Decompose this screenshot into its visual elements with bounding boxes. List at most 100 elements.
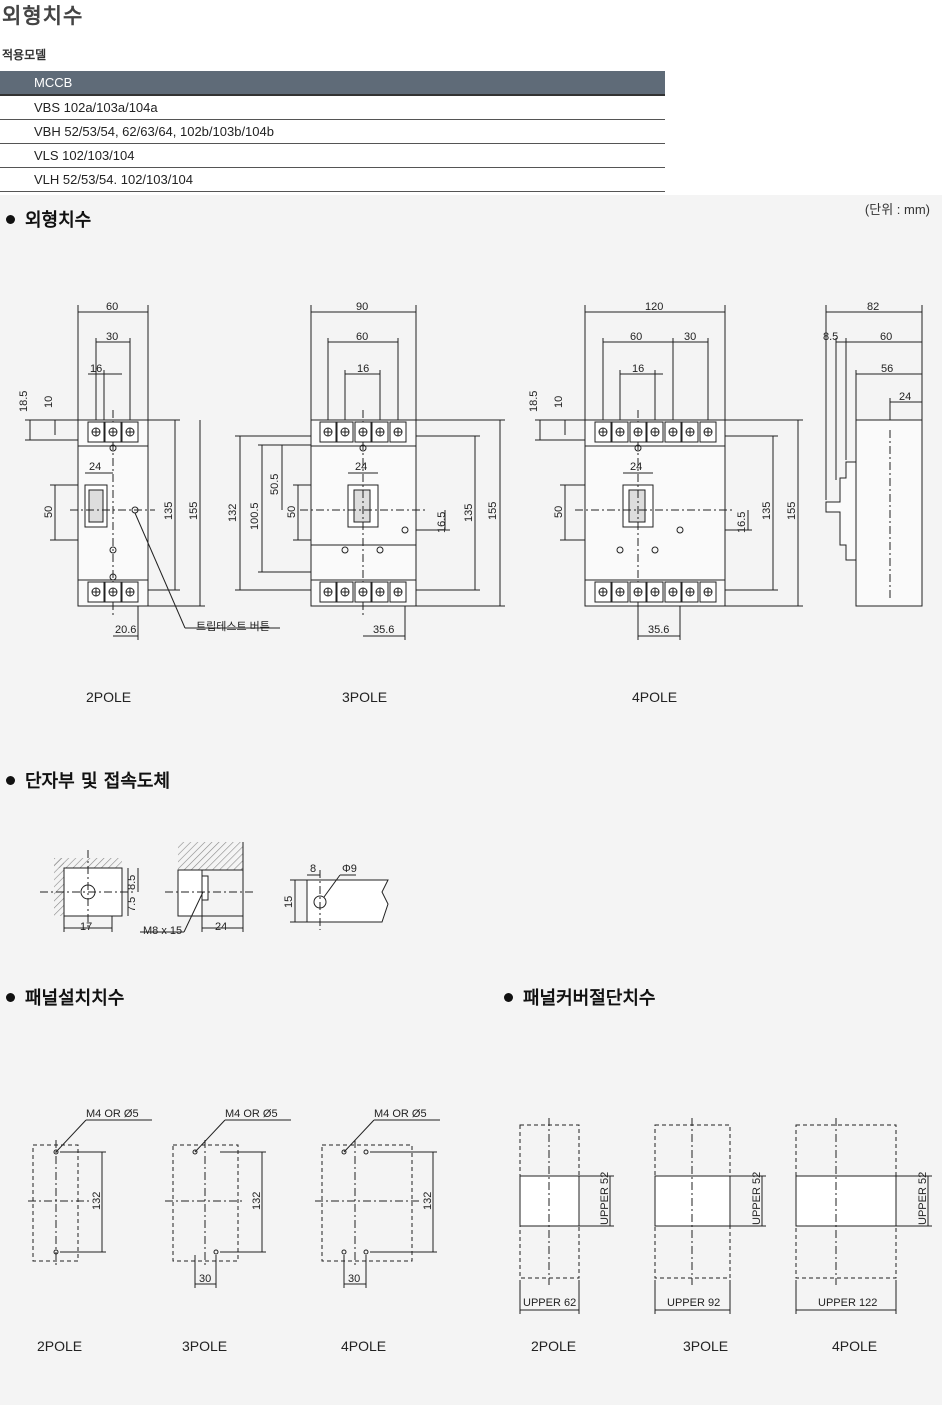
svg-text:155: 155 [487,502,499,520]
svg-text:50: 50 [43,506,55,518]
svg-text:50: 50 [286,506,298,518]
svg-text:90: 90 [356,301,368,313]
svg-text:18.5: 18.5 [18,391,30,412]
svg-text:M4 OR Ø5: M4 OR Ø5 [374,1108,427,1120]
svg-text:135: 135 [463,504,475,522]
drawing-area [0,195,942,1405]
svg-text:56: 56 [881,363,893,375]
svg-text:30: 30 [106,331,118,343]
panel-cut-labels: UPPER 52 UPPER 62 UPPER 52 UPPER 92 UPPE… [523,1172,929,1309]
models-label: 적용모델 [2,48,47,62]
svg-text:8.5: 8.5 [823,331,838,343]
models-table: MCCB VBS 102a/103a/104a VBH 52/53/54, 62… [0,71,665,192]
svg-text:UPPER 52: UPPER 52 [599,1172,611,1225]
svg-text:8: 8 [310,863,316,875]
svg-text:24: 24 [89,461,101,473]
svg-text:10: 10 [553,396,565,408]
bullet-icon [6,992,15,1002]
svg-text:132: 132 [227,504,239,522]
bullet-icon [504,992,513,1002]
svg-text:155: 155 [786,502,798,520]
svg-text:30: 30 [684,331,696,343]
svg-text:132: 132 [422,1192,434,1210]
page-title: 외형치수 [2,4,84,28]
outline-2pole [25,305,280,640]
technical-drawing: 60 30 16 24 50 135 155 18.5 10 20.6 트립테스… [18,301,932,1314]
svg-text:24: 24 [899,391,911,403]
panel-cut-drawings [519,1118,932,1314]
mount-pole-label-4: 4POLE [341,1338,387,1354]
svg-text:30: 30 [348,1273,360,1285]
svg-text:M4 OR Ø5: M4 OR Ø5 [86,1108,139,1120]
mount-pole-label-3: 3POLE [182,1338,228,1354]
unit-note: (단위 : mm) [864,202,930,217]
svg-text:24: 24 [215,921,227,933]
cut-pole-label-4: 4POLE [832,1338,878,1354]
panel-mount-labels: M4 OR Ø5 132 M4 OR Ø5 132 30 M4 OR Ø5 13… [86,1108,434,1285]
svg-text:UPPER 92: UPPER 92 [667,1297,720,1309]
svg-text:16.5: 16.5 [436,512,448,533]
section-terminal-title: 단자부 및 접속도체 [6,767,170,793]
svg-text:35.6: 35.6 [648,624,669,636]
table-row: VLS 102/103/104 [0,143,665,168]
svg-text:30: 30 [199,1273,211,1285]
pole-label-2: 2POLE [86,689,132,705]
section-panel-mount-title: 패널설치치수 [6,984,124,1010]
svg-text:UPPER 122: UPPER 122 [818,1297,877,1309]
svg-text:35.6: 35.6 [373,624,394,636]
models-table-header: MCCB [0,71,665,96]
terminal-dimension-labels: 17 7.5 8.5 M8 x 15 24 8 Φ9 15 [80,863,357,937]
terminal-drawings [40,842,389,933]
svg-text:UPPER 52: UPPER 52 [751,1172,763,1225]
svg-text:50: 50 [553,506,565,518]
svg-text:8.5: 8.5 [126,875,138,890]
cut-pole-label-3: 3POLE [683,1338,729,1354]
svg-text:16: 16 [632,363,644,375]
svg-text:60: 60 [880,331,892,343]
svg-text:10: 10 [43,396,55,408]
svg-text:17: 17 [80,921,92,933]
bullet-icon [6,775,15,785]
svg-text:M8 x 15: M8 x 15 [143,925,182,937]
svg-text:50.5: 50.5 [269,474,281,495]
pole-label-4: 4POLE [632,689,678,705]
svg-text:60: 60 [106,301,118,313]
svg-text:132: 132 [251,1192,263,1210]
svg-text:Φ9: Φ9 [342,863,357,875]
svg-text:트립테스트 버튼: 트립테스트 버튼 [196,620,270,633]
svg-text:15: 15 [283,896,295,908]
svg-text:16: 16 [357,363,369,375]
svg-text:155: 155 [188,502,200,520]
svg-text:7.5: 7.5 [126,897,138,912]
svg-text:UPPER 62: UPPER 62 [523,1297,576,1309]
svg-text:16.5: 16.5 [736,512,748,533]
outline-side-view [825,305,923,607]
svg-text:132: 132 [91,1192,103,1210]
section-outline-title: 외형치수 [6,206,91,232]
outline-4pole [535,305,803,640]
svg-text:UPPER 52: UPPER 52 [917,1172,929,1225]
pole-label-3: 3POLE [342,689,388,705]
svg-text:16: 16 [90,363,102,375]
table-row: VBH 52/53/54, 62/63/64, 102b/103b/104b [0,119,665,144]
bullet-icon [6,214,15,224]
cut-pole-label-2: 2POLE [531,1338,577,1354]
svg-text:24: 24 [630,461,642,473]
dimension-labels: 60 30 16 24 50 135 155 18.5 10 20.6 트립테스… [18,301,911,636]
table-row: VLH 52/53/54. 102/103/104 [0,167,665,192]
outline-3pole [235,305,505,640]
mount-pole-label-2: 2POLE [37,1338,83,1354]
svg-text:24: 24 [355,461,367,473]
svg-text:M4 OR Ø5: M4 OR Ø5 [225,1108,278,1120]
svg-text:100.5: 100.5 [249,502,261,530]
svg-text:18.5: 18.5 [528,391,540,412]
svg-text:135: 135 [163,502,175,520]
svg-text:120: 120 [645,301,663,313]
svg-text:82: 82 [867,301,879,313]
svg-text:60: 60 [356,331,368,343]
svg-text:60: 60 [630,331,642,343]
table-row: VBS 102a/103a/104a [0,95,665,120]
svg-text:20.6: 20.6 [115,624,136,636]
section-panel-cut-title: 패널커버절단치수 [504,984,655,1010]
svg-text:135: 135 [761,502,773,520]
